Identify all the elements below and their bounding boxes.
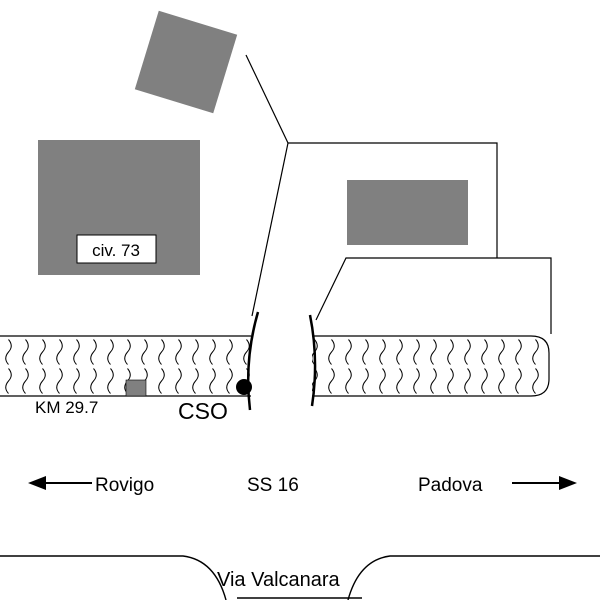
bottom-road-label: Via Valcanara bbox=[217, 569, 341, 591]
rotated-building bbox=[134, 10, 238, 114]
entrance-arc-right bbox=[308, 314, 317, 407]
civ-label: civ. 73 bbox=[92, 241, 140, 260]
rovigo-arrowhead-icon bbox=[28, 476, 46, 490]
bottom-road-right-edge bbox=[347, 555, 600, 600]
road-hatch-right bbox=[312, 335, 550, 397]
upper-parcel-outline bbox=[251, 142, 498, 317]
right-inner-building bbox=[347, 180, 468, 245]
civ-label-box bbox=[76, 234, 157, 264]
km-label: KM 29.7 bbox=[35, 398, 98, 417]
bottom-road-left-edge bbox=[0, 555, 227, 600]
road-name-label: SS 16 bbox=[247, 475, 299, 496]
left-direction-label: Rovigo bbox=[95, 475, 154, 496]
km-marker bbox=[125, 379, 147, 397]
cso-label: CSO bbox=[178, 398, 228, 424]
right-direction-label: Padova bbox=[418, 475, 483, 496]
cso-dot bbox=[236, 379, 252, 395]
padova-arrowhead-icon bbox=[559, 476, 577, 490]
entrance-arc-left bbox=[246, 311, 260, 411]
diagonal-boundary-line bbox=[245, 54, 289, 144]
lower-parcel-outline bbox=[315, 257, 552, 334]
